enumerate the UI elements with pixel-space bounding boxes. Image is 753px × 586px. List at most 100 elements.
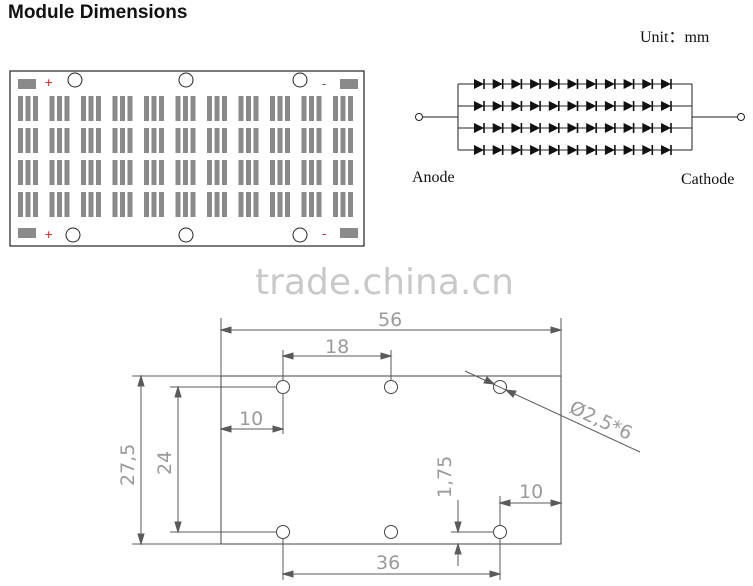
led-segment (112, 160, 118, 185)
led-segment (175, 160, 181, 185)
dim-overall-height: 27,5 (117, 444, 139, 486)
led-segment (246, 96, 251, 121)
led-segment (301, 96, 307, 121)
led-segment (175, 192, 181, 217)
led-segment (333, 192, 338, 217)
diode-symbol (567, 123, 578, 133)
plus-sign: + (44, 76, 53, 89)
diode-symbol (661, 123, 671, 133)
led-segment (340, 192, 346, 217)
diode-symbol (661, 101, 671, 111)
led-segment (333, 160, 338, 185)
led-segment (270, 160, 275, 185)
led-segment (253, 192, 259, 217)
diode-symbol (604, 101, 615, 111)
led-segment (81, 192, 86, 217)
diode-symbol (548, 79, 559, 89)
led-segment (190, 96, 196, 121)
pad-top-left (18, 79, 36, 89)
led-segment (112, 128, 118, 153)
led-segment (18, 128, 23, 153)
diode-symbol (604, 79, 615, 89)
led-segment (49, 96, 55, 121)
led-segment (190, 160, 196, 185)
diode-symbol (548, 123, 559, 133)
led-segment (309, 192, 314, 217)
dimension-drawing (132, 318, 641, 580)
diode-symbol (548, 101, 559, 111)
led-segment (207, 96, 212, 121)
led-segment (183, 96, 188, 121)
led-segment (159, 192, 164, 217)
led-segment (348, 160, 353, 185)
led-segment (57, 96, 62, 121)
diode-symbol (586, 123, 597, 133)
led-segment (190, 128, 196, 153)
led-segment (49, 192, 55, 217)
cathode-label: Cathode (681, 171, 735, 188)
led-segment (120, 96, 125, 121)
led-segment (301, 192, 307, 217)
led-segment (159, 128, 164, 153)
hole (493, 525, 507, 539)
led-segment (120, 160, 125, 185)
led-segment (144, 192, 149, 217)
led-segment (25, 96, 31, 121)
hole (276, 380, 290, 394)
mount-hole (65, 227, 81, 243)
led-segment (277, 160, 283, 185)
led-segment (285, 128, 290, 153)
led-segment (96, 160, 101, 185)
led-segment (333, 128, 338, 153)
diode-symbol (623, 145, 634, 155)
led-segment (207, 192, 212, 217)
led-segment (120, 128, 125, 153)
led-segment (81, 160, 86, 185)
led-segment (159, 96, 164, 121)
dim-overall-width: 56 (378, 309, 402, 331)
led-segment (285, 192, 290, 217)
dim-hole-spacing: 18 (325, 336, 349, 358)
led-segment (348, 128, 353, 153)
diode-symbol (642, 79, 653, 89)
dim-edge-offset: 1,75 (434, 456, 456, 498)
plus-sign: + (44, 228, 53, 241)
led-segment (340, 128, 346, 153)
led-segment (253, 128, 259, 153)
dim-left-offset: 10 (239, 408, 263, 430)
page-title: Module Dimensions (8, 2, 188, 23)
led-segment (81, 128, 86, 153)
cathode-terminal (737, 113, 745, 121)
led-segment (333, 96, 338, 121)
led-segment (222, 192, 227, 217)
led-segment (246, 160, 251, 185)
mount-hole (292, 227, 308, 243)
led-segment (33, 96, 38, 121)
led-segment (214, 96, 220, 121)
minus-sign: - (322, 77, 326, 91)
led-segment (270, 128, 275, 153)
led-segment (96, 96, 101, 121)
led-segment (277, 192, 283, 217)
led-segment (144, 96, 149, 121)
led-segment (144, 128, 149, 153)
led-segment (207, 128, 212, 153)
diode-symbol (492, 101, 503, 111)
led-segment (222, 160, 227, 185)
led-segment (18, 160, 23, 185)
diode-symbol (661, 79, 671, 89)
led-segment (57, 128, 62, 153)
led-segment (112, 192, 118, 217)
diode-symbol (567, 101, 578, 111)
diode-symbol (530, 123, 541, 133)
led-segment (64, 128, 70, 153)
led-segment (285, 96, 290, 121)
led-segment (277, 128, 283, 153)
dim-right-offset: 10 (519, 481, 543, 503)
led-segment (214, 128, 220, 153)
led-segment (18, 96, 23, 121)
outline-rect (220, 375, 562, 545)
led-segment (127, 160, 133, 185)
led-segment (214, 160, 220, 185)
